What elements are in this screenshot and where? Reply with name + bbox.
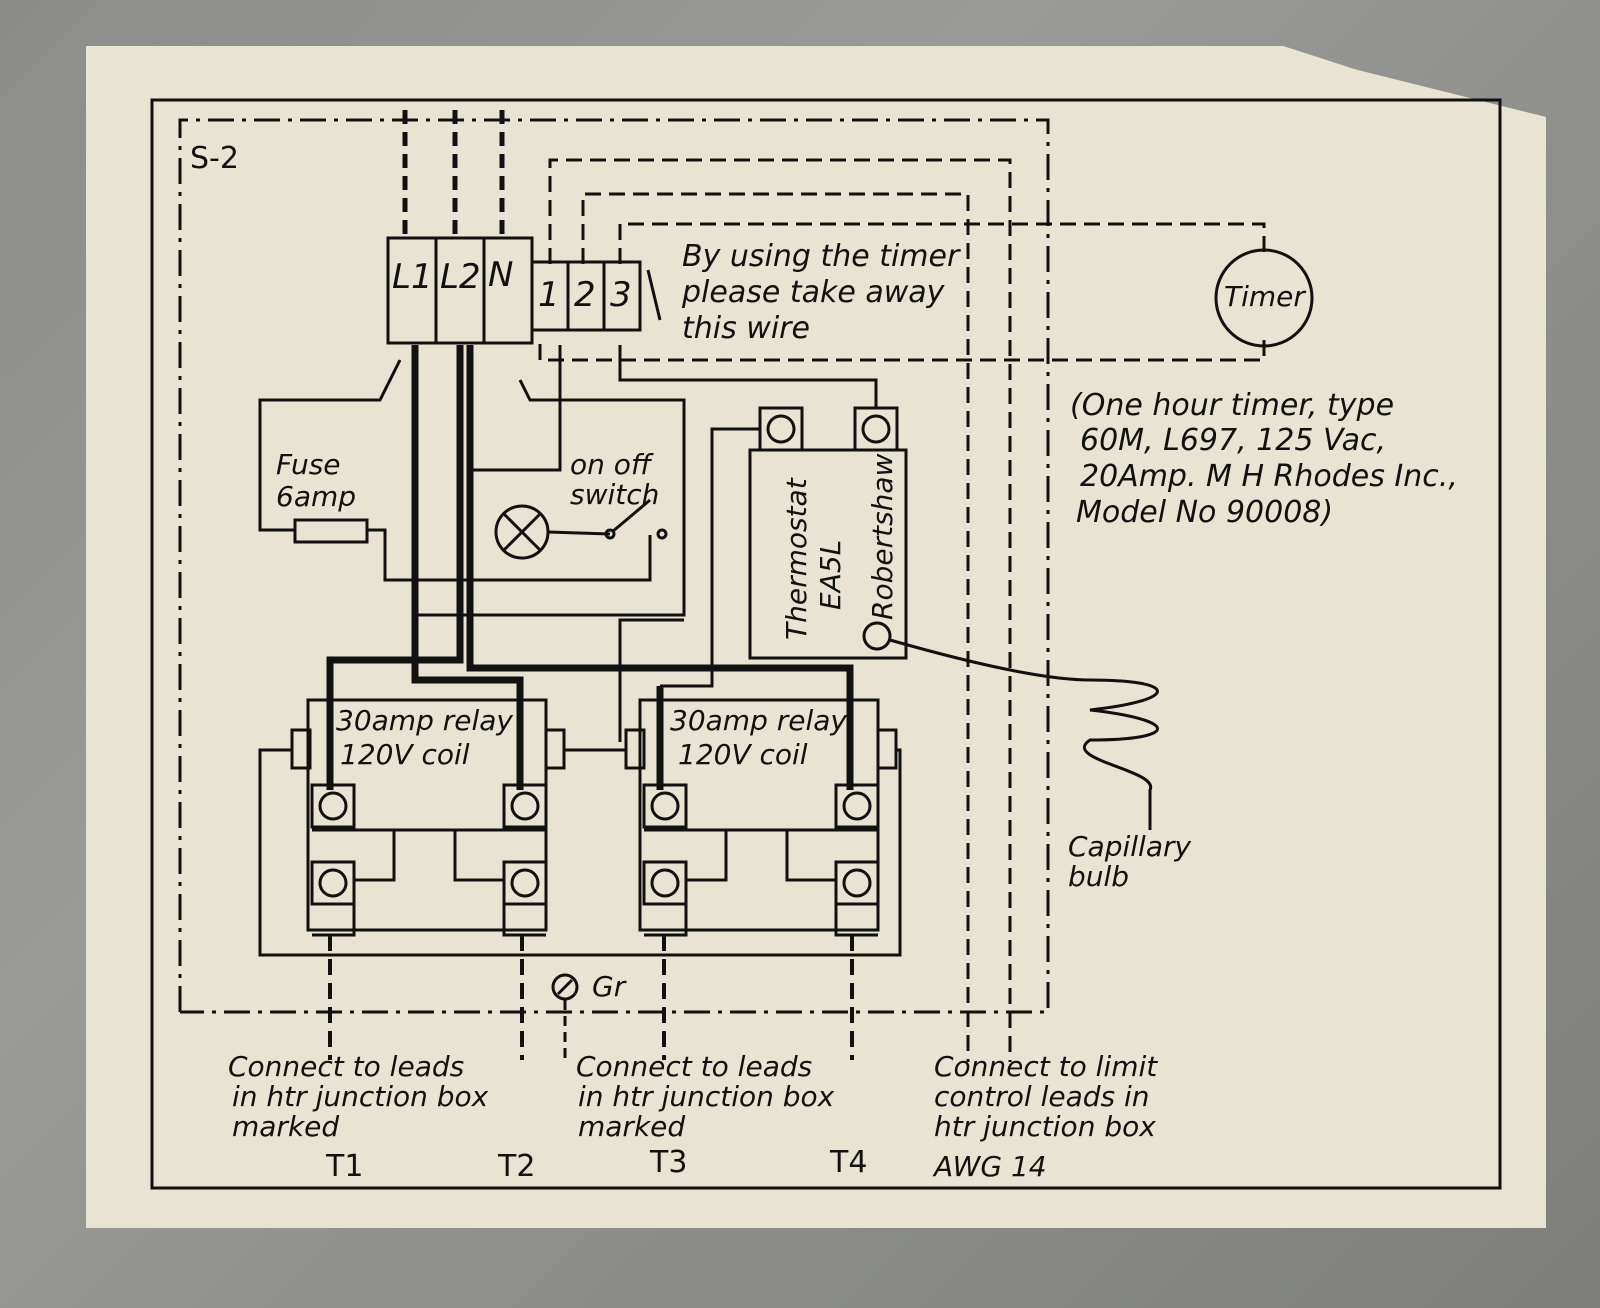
- terminal-label-L2: L2: [440, 257, 481, 297]
- fuse-label-line-1: Fuse: [276, 448, 341, 481]
- relay-left-label-line-1: 30amp relay: [336, 704, 513, 737]
- timer-symbol: [1214, 248, 1314, 348]
- thermostat-label-line-1: Thermostat: [780, 477, 813, 640]
- connect-right-line-3: htr junction box: [934, 1110, 1156, 1143]
- connect-right-line-1: Connect to limit: [934, 1050, 1158, 1083]
- terminal-mark-t3: T3: [649, 1145, 687, 1180]
- capillary-label-line-1: Capillary: [1068, 830, 1191, 863]
- thermostat-label-line-3: Robertshaw: [866, 453, 899, 620]
- capillary-bulb-coil: [889, 638, 1159, 830]
- terminal-3: [602, 260, 642, 332]
- timer-spec-line-4: Model No 90008): [1076, 495, 1333, 530]
- terminal-mark-t2: T2: [497, 1149, 535, 1184]
- connect-right-line-2: control leads in: [934, 1080, 1150, 1113]
- sheet-id: S-2: [190, 141, 239, 176]
- terminal-label-N: N: [488, 255, 513, 295]
- timer-note-line-1: By using the timer: [682, 239, 961, 274]
- terminal-mark-t1: T1: [325, 1149, 363, 1184]
- connect-mid-line-1: Connect to leads: [576, 1050, 812, 1083]
- fuse-label-line-2: 6amp: [276, 480, 356, 513]
- terminal-mark-t4: T4: [829, 1145, 867, 1180]
- connect-mid-line-2: in htr junction box: [578, 1080, 835, 1113]
- timer-spec-line-2: 60M, L697, 125 Vac,: [1080, 423, 1386, 458]
- connect-left-line-2: in htr junction box: [232, 1080, 489, 1113]
- timer-spec-line-3: 20Amp. M H Rhodes Inc.,: [1080, 459, 1458, 494]
- connect-mid-line-3: marked: [578, 1110, 685, 1143]
- thermostat-body: [748, 448, 908, 660]
- terminal-label-3: 3: [610, 275, 632, 315]
- fuse-symbol: [293, 518, 369, 544]
- timer-spec-line-1: (One hour timer, type: [1070, 388, 1394, 423]
- relay-left-label-line-2: 120V coil: [340, 738, 470, 771]
- capillary-label-line-2: bulb: [1068, 860, 1129, 893]
- thermostat-label-line-2: EA5L: [814, 540, 847, 610]
- relay-right-label-line-1: 30amp relay: [670, 704, 847, 737]
- connect-left-line-3: marked: [232, 1110, 339, 1143]
- relay-right-label-line-2: 120V coil: [678, 738, 808, 771]
- outer-border: [150, 98, 1502, 1190]
- switch-label-line-2: switch: [570, 478, 659, 511]
- switch-label-line-1: on off: [570, 448, 654, 481]
- awg-note: AWG 14: [932, 1150, 1047, 1183]
- ground-label: Gr: [592, 970, 627, 1003]
- terminal-label-L1: L1: [392, 257, 433, 297]
- timer-label: Timer: [1224, 280, 1306, 313]
- relay-screw-terminals: [310, 783, 880, 906]
- terminal-label-2: 2: [574, 275, 596, 315]
- timer-note-line-3: this wire: [682, 311, 810, 346]
- timer-note-line-2: please take away: [681, 275, 946, 310]
- enclosure-boundary: [178, 118, 1050, 1014]
- connect-left-line-1: Connect to leads: [228, 1050, 464, 1083]
- ground-terminal: [551, 973, 579, 1001]
- terminal-label-1: 1: [538, 275, 560, 315]
